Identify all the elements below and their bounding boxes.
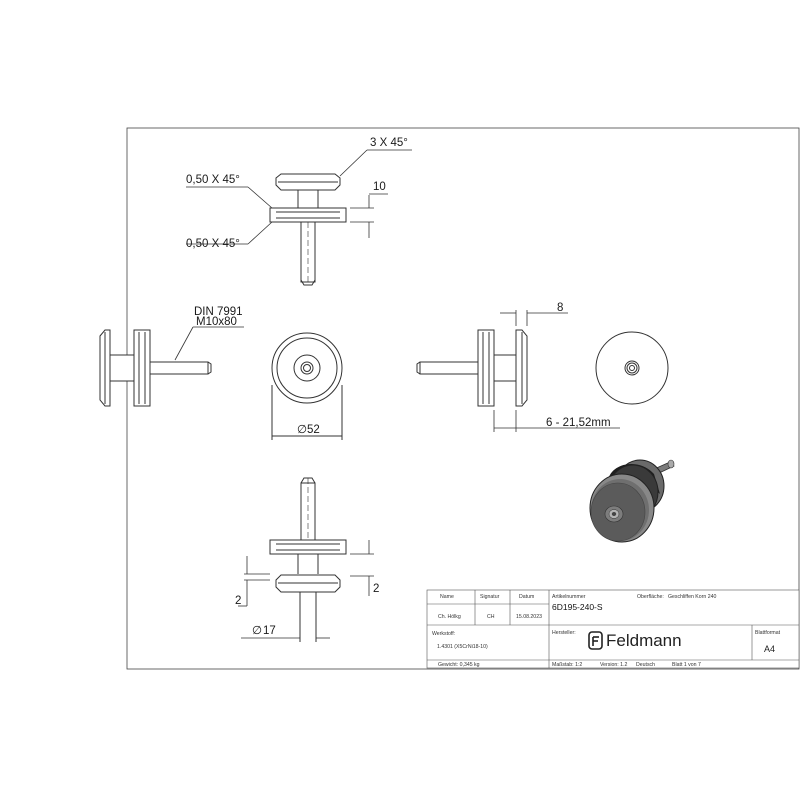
manufacturer-label: Hersteller: [552,630,576,636]
front-diameter-symbol: ∅ [297,424,307,436]
version-label: Version: 1.2 [600,662,628,668]
left-side-view [99,329,212,407]
front-view [271,332,343,440]
chamfer-lower-label: 0,50 X 45° [186,238,240,250]
bottom-diameter-symbol: ∅ [252,625,262,637]
screw-size-label: M10x80 [196,316,237,328]
article-label: Artikelnummer [552,594,586,600]
material-label: Werkstoff: [432,631,455,637]
drawing-border [126,127,800,670]
top-view [269,173,347,286]
bottom-diameter-label: 17 [263,625,276,637]
signature-value: CH [487,614,495,620]
sheet-label: Blatt 1 von 7 [672,662,701,668]
top-thickness-label: 10 [373,181,386,193]
glass-range-label: 6 - 21,52mm [546,417,611,429]
bottom-gap-right-label: 2 [373,583,379,595]
material-value: 1.4301 (X5CrNi18-10) [437,644,488,650]
name-label: Name [440,594,454,600]
format-value: A4 [764,644,775,654]
date-value: 15.08.2023 [516,614,542,620]
chamfer-upper-label: 0,50 X 45° [186,174,240,186]
signature-label: Signatur [480,594,500,600]
right-side-view [416,329,528,407]
name-value: Ch. Hölkg [438,614,461,620]
screw-standard-label: DIN 7991 [194,306,243,318]
left-side-dimensions [174,326,244,361]
feldmann-logo-icon [588,631,603,650]
format-label: Blattformat [755,630,781,636]
bottom-view-dimensions [238,540,374,639]
right-thickness-label: 8 [557,302,563,314]
language-label: Deutsch [636,662,655,668]
date-label: Datum [519,594,534,600]
back-view [595,331,669,405]
brand-logo-text: Feldmann [606,631,682,650]
scale-label: Maßstab: 1:2 [552,662,582,668]
title-block [426,589,800,669]
top-view-dimensions [186,149,412,245]
surface-label: Oberfläche: [637,594,664,600]
bottom-view [269,477,347,642]
isometric-render [589,459,675,543]
bottom-gap-left-label: 2 [235,595,241,607]
front-diameter-label: 52 [307,424,320,436]
weight-label: Gewicht: 0,345 kg [438,662,480,668]
surface-value: Geschliffen Korn 240 [668,594,716,600]
chamfer-top-label: 3 X 45° [370,137,408,149]
article-number: 6D195-240-S [552,602,603,612]
right-side-dimensions [493,310,620,432]
